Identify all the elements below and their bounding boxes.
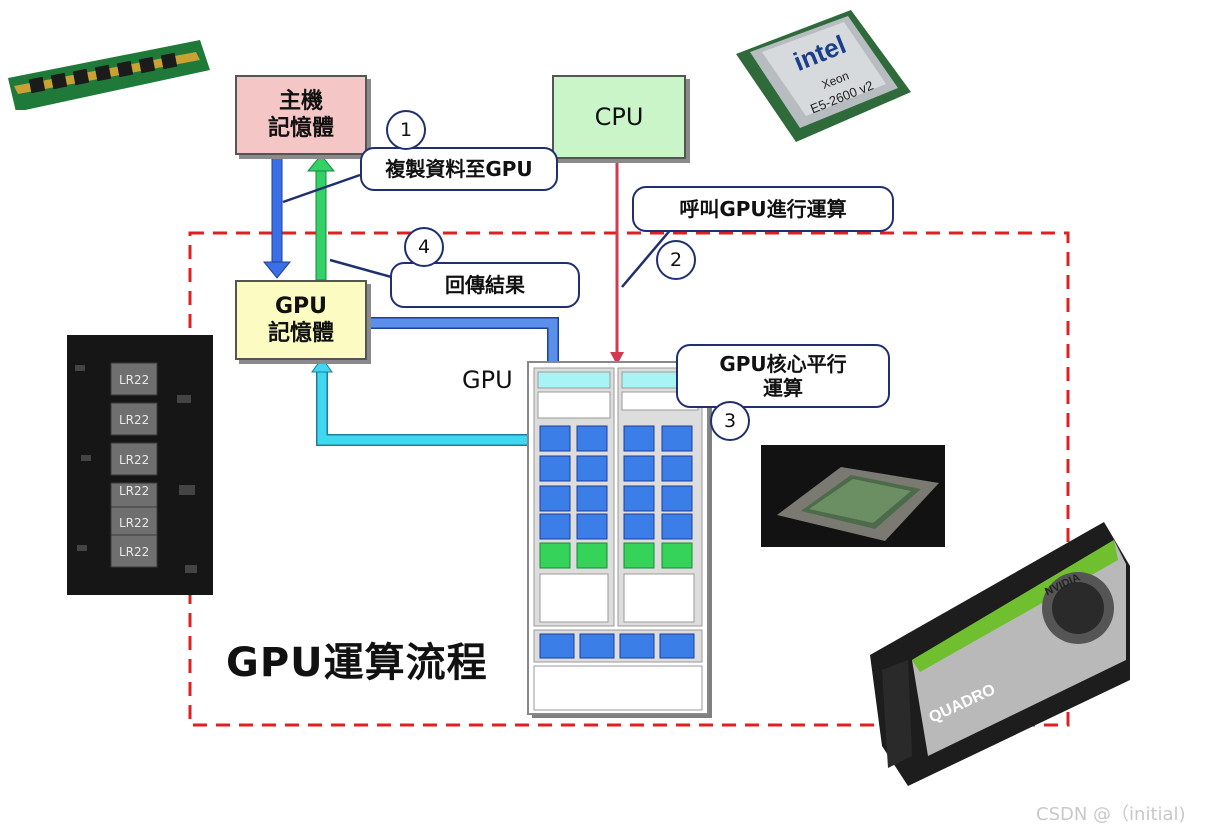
lr22-inductor-board-image: LR22 LR22 LR22 LR22 LR22 LR22	[67, 335, 213, 595]
inductor-label: LR22	[119, 484, 149, 498]
gpu-chip-label: GPU	[462, 366, 513, 394]
step-4-badge: 4	[404, 227, 444, 267]
step-3-badge: 3	[710, 401, 750, 441]
inductor-label: LR22	[119, 373, 149, 387]
return-callout-leader	[329, 258, 396, 280]
return-result-callout: 回傳結果	[390, 262, 580, 308]
quadro-card-image: QUADRO NVIDIA	[870, 522, 1130, 786]
step-1-badge: 1	[386, 110, 426, 150]
cpu-call-arrow	[610, 157, 624, 365]
copy-callout-leader	[282, 173, 361, 204]
call-callout-leader	[621, 227, 673, 288]
inductor-label: LR22	[119, 413, 149, 427]
gpu-chip-diagram	[527, 361, 712, 718]
parallel-compute-callout: GPU核心平行 運算	[676, 344, 890, 408]
call-gpu-callout: 呼叫GPU進行運算	[632, 186, 894, 232]
step-2-badge: 2	[656, 240, 696, 280]
inductor-label: LR22	[119, 516, 149, 530]
flow-title: GPU運算流程	[226, 640, 488, 686]
copy-data-callout: 複製資料至GPU	[360, 147, 558, 191]
gpu-die-image	[761, 445, 945, 547]
inductor-label: LR22	[119, 453, 149, 467]
inductor-label: LR22	[119, 545, 149, 559]
copy-arrow	[262, 156, 292, 279]
result-arrow	[311, 357, 535, 446]
intel-xeon-image: intel Xeon E5-2600 v2	[736, 10, 911, 142]
gpu-memory-box: GPU 記憶體	[235, 280, 367, 360]
watermark: CSDN @（initial)	[1036, 804, 1186, 825]
host-memory-box: 主機 記憶體	[235, 75, 367, 155]
ram-stick-image	[8, 40, 210, 110]
cpu-box: CPU	[552, 75, 686, 159]
